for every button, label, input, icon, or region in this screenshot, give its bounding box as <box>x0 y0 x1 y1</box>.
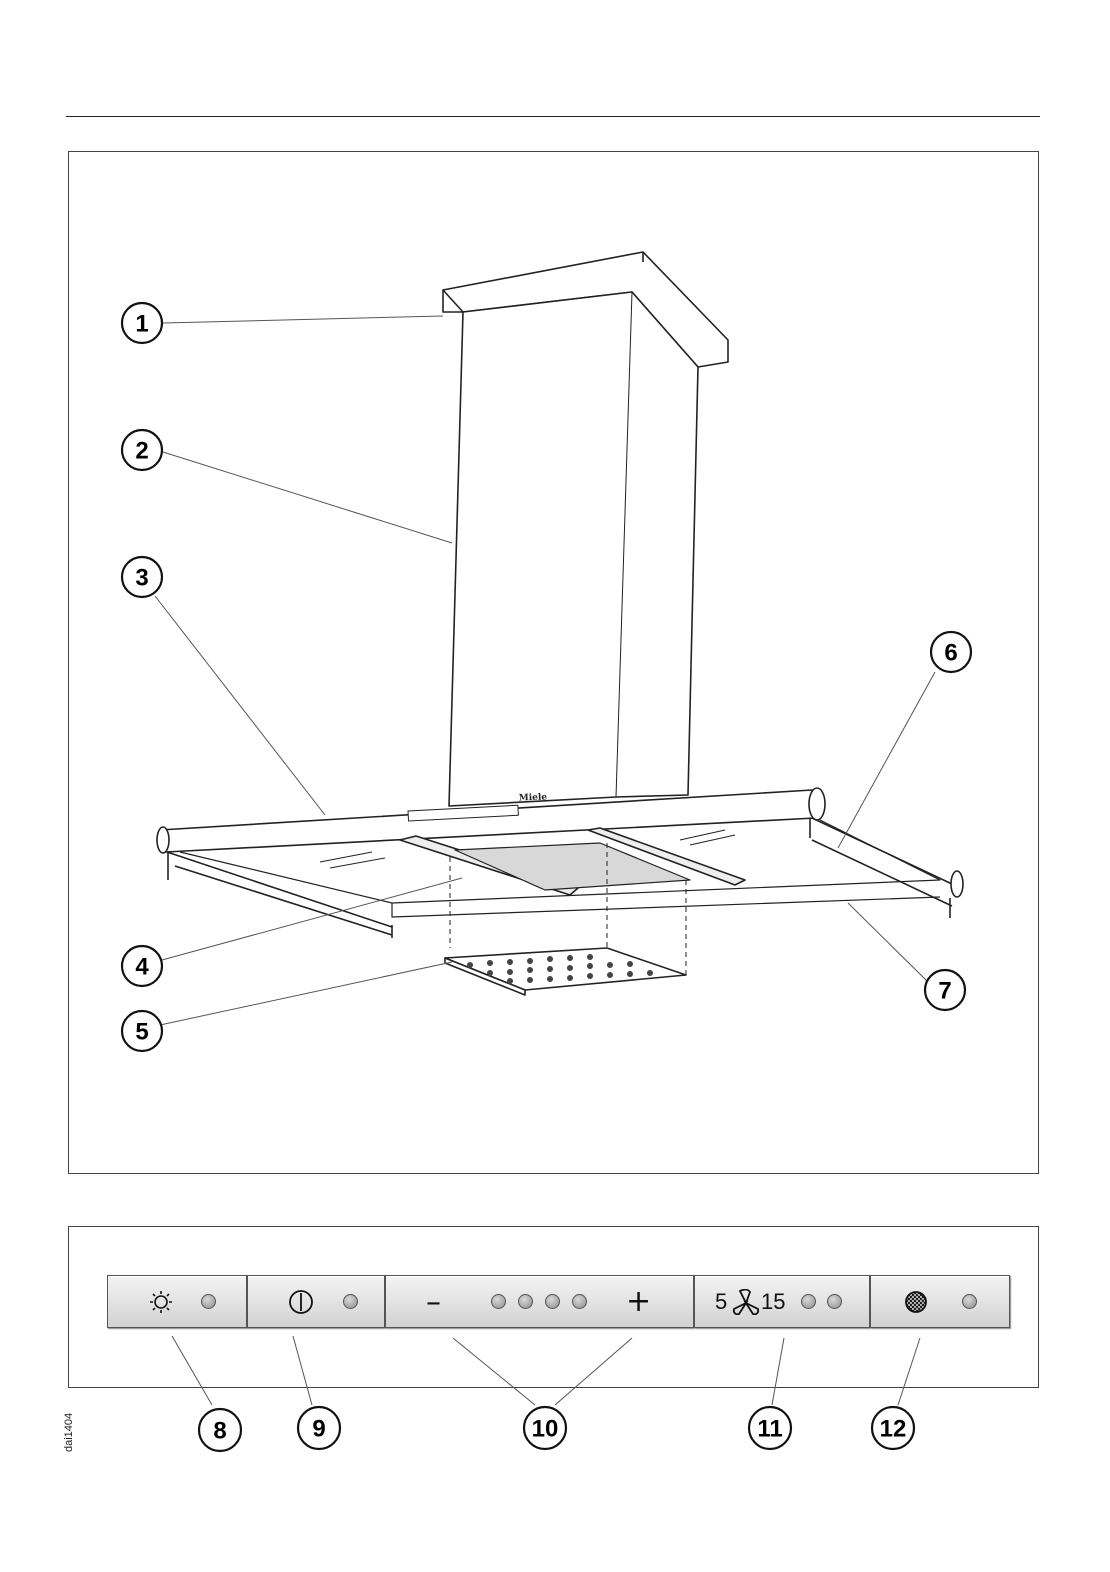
svg-text:9: 9 <box>312 1416 325 1443</box>
filter-indicator-button[interactable] <box>870 1275 1010 1328</box>
callout-5: 5 <box>122 1011 162 1051</box>
svg-text:6: 6 <box>944 640 957 667</box>
fan-speed-control: – + <box>385 1275 694 1328</box>
power-icon <box>287 1288 315 1316</box>
plus-icon[interactable]: + <box>626 1284 651 1319</box>
brand-logo: Miele <box>519 793 548 804</box>
light-led-indicator <box>201 1294 216 1309</box>
svg-text:4: 4 <box>135 954 149 981</box>
svg-text:1: 1 <box>135 311 148 338</box>
callout-2: 2 <box>122 430 162 470</box>
timer-5-label: 5 <box>715 1289 727 1315</box>
svg-text:7: 7 <box>938 978 951 1005</box>
callout-11: 11 <box>749 1407 791 1449</box>
speed-led-2 <box>518 1294 533 1309</box>
callout-3: 3 <box>122 557 162 597</box>
svg-text:2: 2 <box>135 438 148 465</box>
speed-led-1 <box>491 1294 506 1309</box>
speed-led-3 <box>545 1294 560 1309</box>
timer-led-5 <box>801 1294 816 1309</box>
minus-icon[interactable]: – <box>426 1285 441 1320</box>
callout-10: 10 <box>524 1407 566 1449</box>
timer-15-label: 15 <box>761 1289 785 1315</box>
filter-led-indicator <box>962 1294 977 1309</box>
fan-icon <box>732 1289 760 1315</box>
grease-filter <box>445 948 686 990</box>
svg-text:8: 8 <box>213 1418 226 1445</box>
callout-1: 1 <box>122 303 162 343</box>
timer-led-15 <box>827 1294 842 1309</box>
callout-4: 4 <box>122 946 162 986</box>
filter-grid-icon <box>903 1289 929 1315</box>
callout-8: 8 <box>199 1409 241 1451</box>
callout-12: 12 <box>872 1407 914 1449</box>
speed-led-4 <box>572 1294 587 1309</box>
svg-text:3: 3 <box>135 565 148 592</box>
svg-text:11: 11 <box>757 1416 782 1443</box>
power-led-indicator <box>343 1294 358 1309</box>
chimney-duct <box>449 292 698 806</box>
svg-text:10: 10 <box>532 1416 559 1443</box>
callout-9: 9 <box>298 1407 340 1449</box>
callout-6: 6 <box>931 632 971 672</box>
light-bulb-icon <box>148 1289 174 1315</box>
light-button[interactable] <box>107 1275 247 1328</box>
callout-7: 7 <box>925 970 965 1010</box>
figure-code: dai1404 <box>63 1413 75 1452</box>
run-on-timer-button[interactable]: 5 15 <box>694 1275 870 1328</box>
svg-text:5: 5 <box>135 1019 148 1046</box>
power-button[interactable] <box>247 1275 385 1328</box>
svg-text:12: 12 <box>880 1416 907 1443</box>
